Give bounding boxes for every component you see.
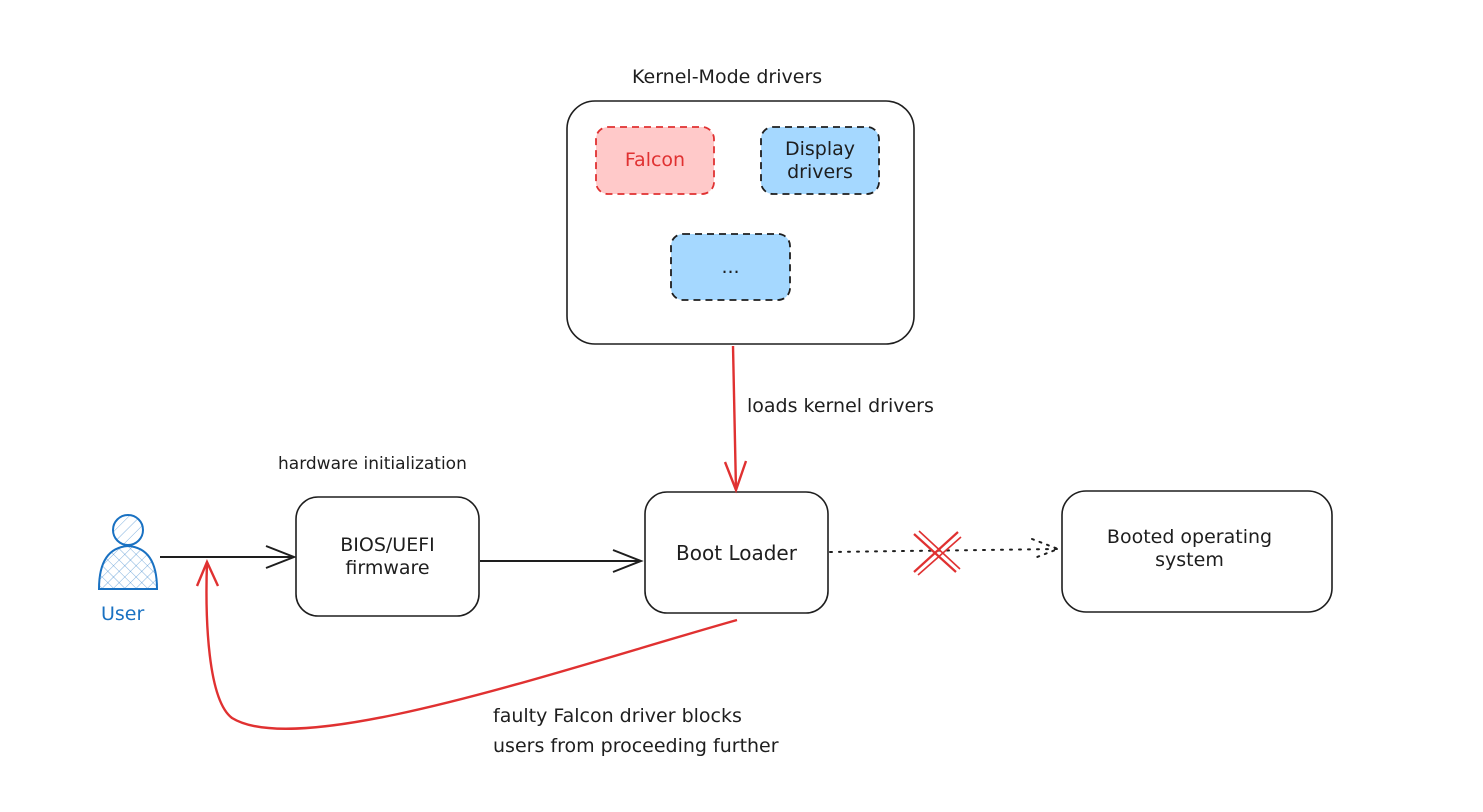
hardware-initialization-label: hardware initialization (278, 454, 467, 474)
arrow-user-to-bios (160, 545, 297, 569)
arrow-bios-to-bootloader (480, 549, 644, 573)
display-drivers-box (760, 126, 880, 195)
booted-os-label: Booted operating system (1062, 491, 1317, 606)
arrow-kernel-to-bootloader (723, 345, 748, 494)
faulty-falcon-line2: users from proceeding further (493, 735, 779, 757)
user-label: User (101, 603, 145, 625)
boot-loader-label: Boot Loader (676, 540, 797, 565)
falcon-driver-label: Falcon (624, 149, 686, 172)
bios-uefi-line1: BIOS/UEFI (340, 533, 435, 556)
booted-os-box (1061, 490, 1333, 613)
bios-uefi-line2: firmware (345, 556, 430, 579)
kernel-drivers-title: Kernel-Mode drivers (632, 66, 823, 88)
faulty-falcon-label: faulty Falcon driver blocks users from p… (493, 701, 779, 761)
other-drivers-label: ... (721, 255, 740, 278)
display-drivers-line2: drivers (787, 160, 853, 183)
arrow-bootloader-to-os-dotted (829, 538, 1061, 560)
display-drivers-line1: Display (784, 137, 856, 160)
bios-uefi-label: BIOS/UEFI firmware (296, 497, 479, 616)
x-mark-icon (913, 530, 962, 576)
loads-kernel-drivers-label: loads kernel drivers (747, 395, 934, 417)
arrow-bootloader-back-to-user (195, 559, 738, 730)
bios-uefi-box (295, 496, 480, 617)
user-icon (97, 514, 159, 590)
other-drivers-box (670, 233, 791, 301)
display-drivers-label: Display drivers (761, 127, 879, 194)
falcon-driver-box (595, 126, 715, 195)
booted-os-line2: system (1155, 548, 1224, 571)
faulty-falcon-line1: faulty Falcon driver blocks (493, 705, 742, 727)
booted-os-line1: Booted operating (1106, 525, 1273, 548)
